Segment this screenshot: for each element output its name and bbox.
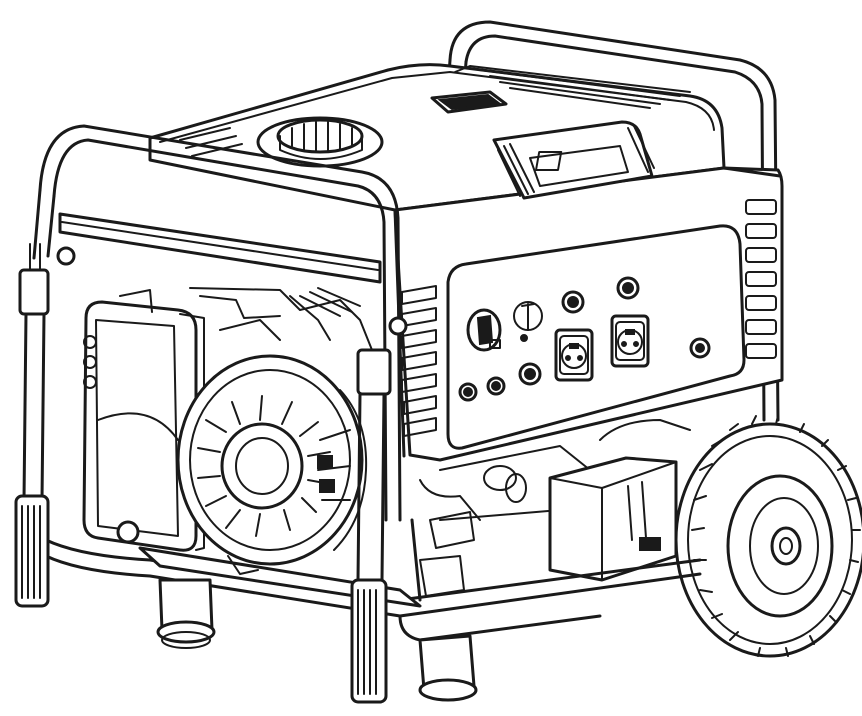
lower-components (227, 511, 475, 597)
bottom-frame (44, 518, 702, 642)
wheel (674, 415, 862, 658)
side-vent-right (745, 199, 777, 359)
left-handle-grip (14, 243, 50, 608)
front-frame (32, 124, 402, 522)
power-outlet-1 (554, 328, 594, 382)
engine (119, 287, 373, 351)
alternator (419, 419, 691, 521)
left-top-vent (179, 127, 243, 157)
breaker-switch (466, 308, 502, 352)
fuel-cap (256, 116, 384, 168)
air-filter (82, 300, 205, 552)
digital-meter (492, 120, 655, 200)
support-foot-left (156, 578, 216, 649)
engine-switch (513, 301, 543, 342)
support-foot-right (418, 634, 478, 702)
top-handle (430, 90, 508, 114)
panel-knobs (458, 276, 711, 402)
rear-vent (454, 65, 691, 109)
battery-box (548, 456, 678, 582)
control-panel (446, 224, 746, 450)
frame-bolt (56, 246, 408, 336)
recoil-starter (176, 354, 368, 566)
right-handle-grip (350, 348, 392, 704)
power-outlet-2 (610, 314, 650, 368)
